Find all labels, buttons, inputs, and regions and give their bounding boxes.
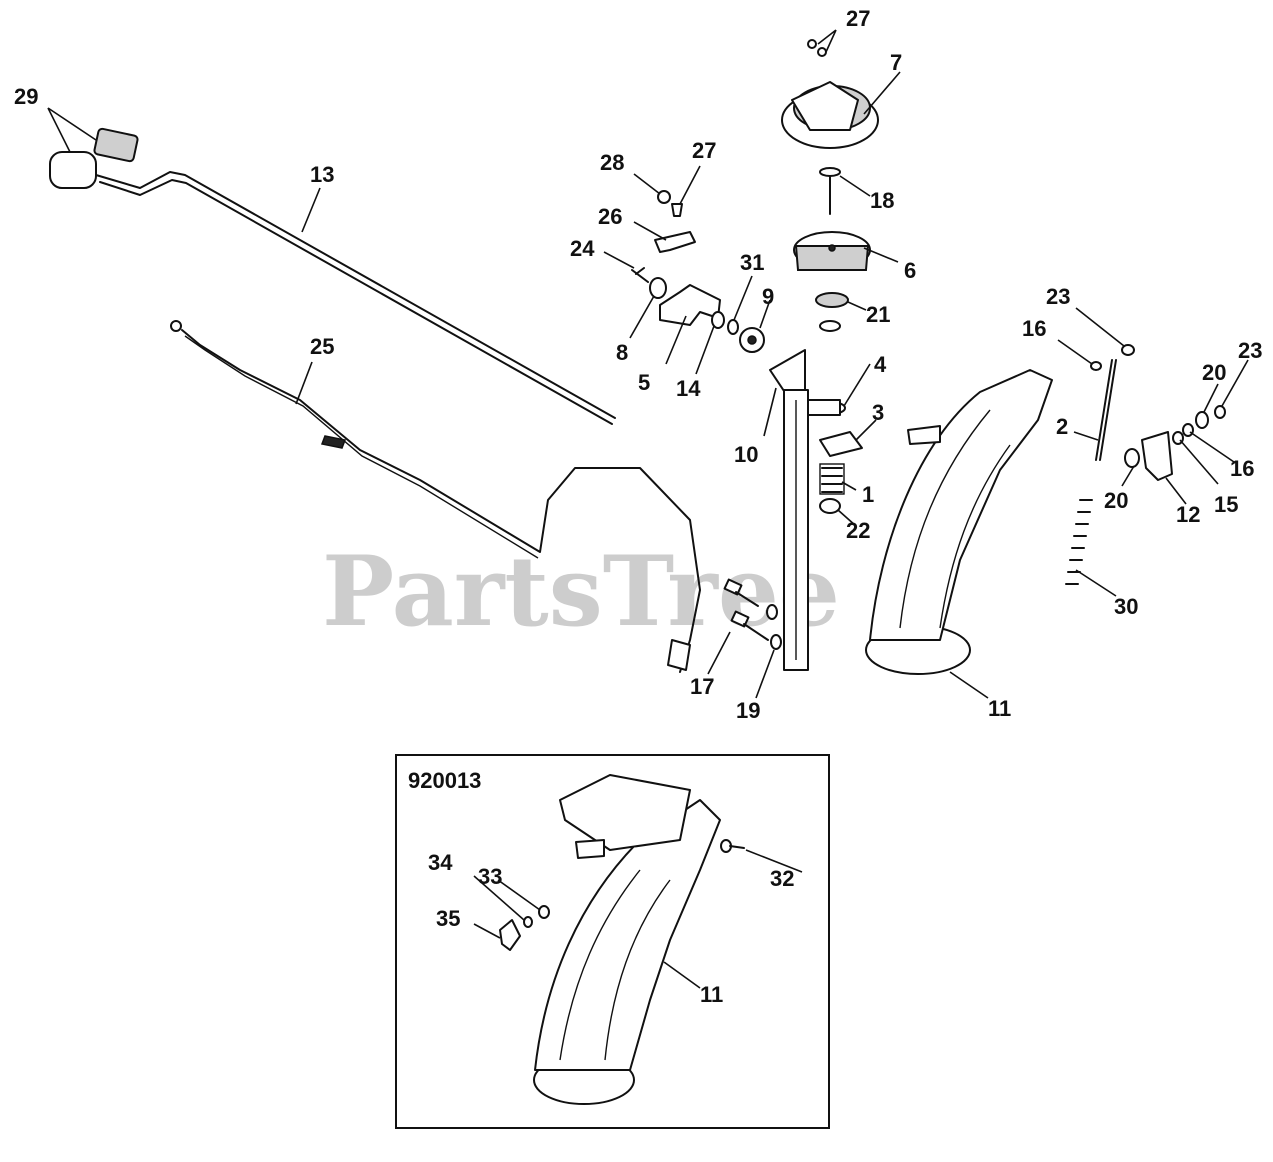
- callout-12: 12: [1176, 502, 1200, 527]
- part-17-bolts: [723, 578, 769, 641]
- part-13-crank-rod: [95, 171, 616, 425]
- callout-23-left: 23: [1046, 284, 1070, 309]
- callout-25: 25: [310, 334, 334, 359]
- part-28-nut: [657, 190, 671, 204]
- part-22-nut: [819, 498, 841, 514]
- callout-19: 19: [736, 698, 760, 723]
- part-30-spring: [1065, 499, 1093, 585]
- inset-variant-panel: 920013 32 33 34 35 11: [395, 754, 830, 1129]
- callout-35: 35: [436, 906, 460, 931]
- inset-id-label: 920013: [408, 768, 481, 793]
- callout-33: 33: [478, 864, 502, 889]
- leader-lines: [47, 29, 1249, 699]
- part-7-cap: [781, 81, 879, 149]
- inset-part-34-washer: [523, 916, 533, 928]
- inset-part-33-nut: [538, 905, 550, 919]
- callout-1: 1: [862, 482, 874, 507]
- callout-23-right: 23: [1238, 338, 1262, 363]
- callout-26: 26: [598, 204, 622, 229]
- callout-11-inset: 11: [700, 982, 723, 1007]
- callout-34: 34: [428, 850, 453, 875]
- callout-15: 15: [1214, 492, 1238, 517]
- part-16-nut-left: [1090, 361, 1102, 371]
- part-11-chute: [865, 369, 1053, 675]
- callout-28: 28: [600, 150, 624, 175]
- part-14-washer: [711, 311, 725, 329]
- part-20-washer-lower: [1124, 448, 1140, 468]
- part-19-washers: [766, 604, 782, 650]
- callout-16-left: 16: [1022, 316, 1046, 341]
- callout-8: 8: [616, 340, 628, 365]
- callout-3: 3: [872, 400, 884, 425]
- part-25-cable: [170, 320, 701, 673]
- part-1-spring: [819, 463, 845, 495]
- callout-21: 21: [866, 302, 890, 327]
- part-27-screws-top: [807, 39, 827, 57]
- callout-18: 18: [870, 188, 894, 213]
- callout-17: 17: [690, 674, 714, 699]
- callout-4: 4: [874, 352, 887, 377]
- part-8-ring: [649, 277, 667, 299]
- callout-16-right: 16: [1230, 456, 1254, 481]
- inset-part-11-chute: [533, 774, 721, 1105]
- part-29-handle-grip: [49, 127, 139, 189]
- callout-9: 9: [762, 284, 774, 309]
- callout-5: 5: [638, 370, 650, 395]
- part-6-ratchet: [793, 231, 871, 271]
- inset-part-32-screw: [720, 839, 745, 853]
- callout-27-lower: 27: [692, 138, 716, 163]
- callout-10: 10: [734, 442, 758, 467]
- part-31-washer: [727, 319, 739, 335]
- callout-32: 32: [770, 866, 794, 891]
- part-9-gear: [739, 327, 765, 353]
- part-2-rod: [1095, 359, 1117, 461]
- inset-part-35-knob: [499, 919, 521, 951]
- callout-7: 7: [890, 50, 902, 75]
- callout-11: 11: [988, 696, 1011, 721]
- part-21-washer: [815, 292, 849, 308]
- callout-20-lower: 20: [1104, 488, 1128, 513]
- callout-13: 13: [310, 162, 334, 187]
- callout-2: 2: [1056, 414, 1068, 439]
- part-5-bracket: [659, 284, 721, 326]
- part-26-clip: [654, 231, 696, 253]
- callout-31: 31: [740, 250, 764, 275]
- part-4-washer-top: [819, 320, 841, 332]
- part-23-nut-right: [1214, 405, 1226, 419]
- callout-14: 14: [676, 376, 701, 401]
- part-10-shaft: [769, 349, 841, 671]
- callout-27-upper: 27: [846, 6, 870, 31]
- part-18-bolt: [819, 167, 841, 215]
- callout-22: 22: [846, 518, 870, 543]
- callout-6: 6: [904, 258, 916, 283]
- callout-30: 30: [1114, 594, 1138, 619]
- part-12-bracket: [1141, 431, 1173, 481]
- part-3-plate: [819, 431, 863, 457]
- part-20-washer-upper: [1195, 411, 1209, 429]
- callout-24: 24: [570, 236, 595, 261]
- part-27-bolt-upper-left: [671, 203, 683, 217]
- callout-29: 29: [14, 84, 38, 109]
- part-16-nut-right: [1182, 423, 1194, 437]
- part-23-nut-left: [1121, 344, 1135, 356]
- watermark-text: PartsTree: [322, 535, 840, 648]
- callout-20-upper: 20: [1202, 360, 1226, 385]
- part-24-cotter-pin: [631, 267, 649, 283]
